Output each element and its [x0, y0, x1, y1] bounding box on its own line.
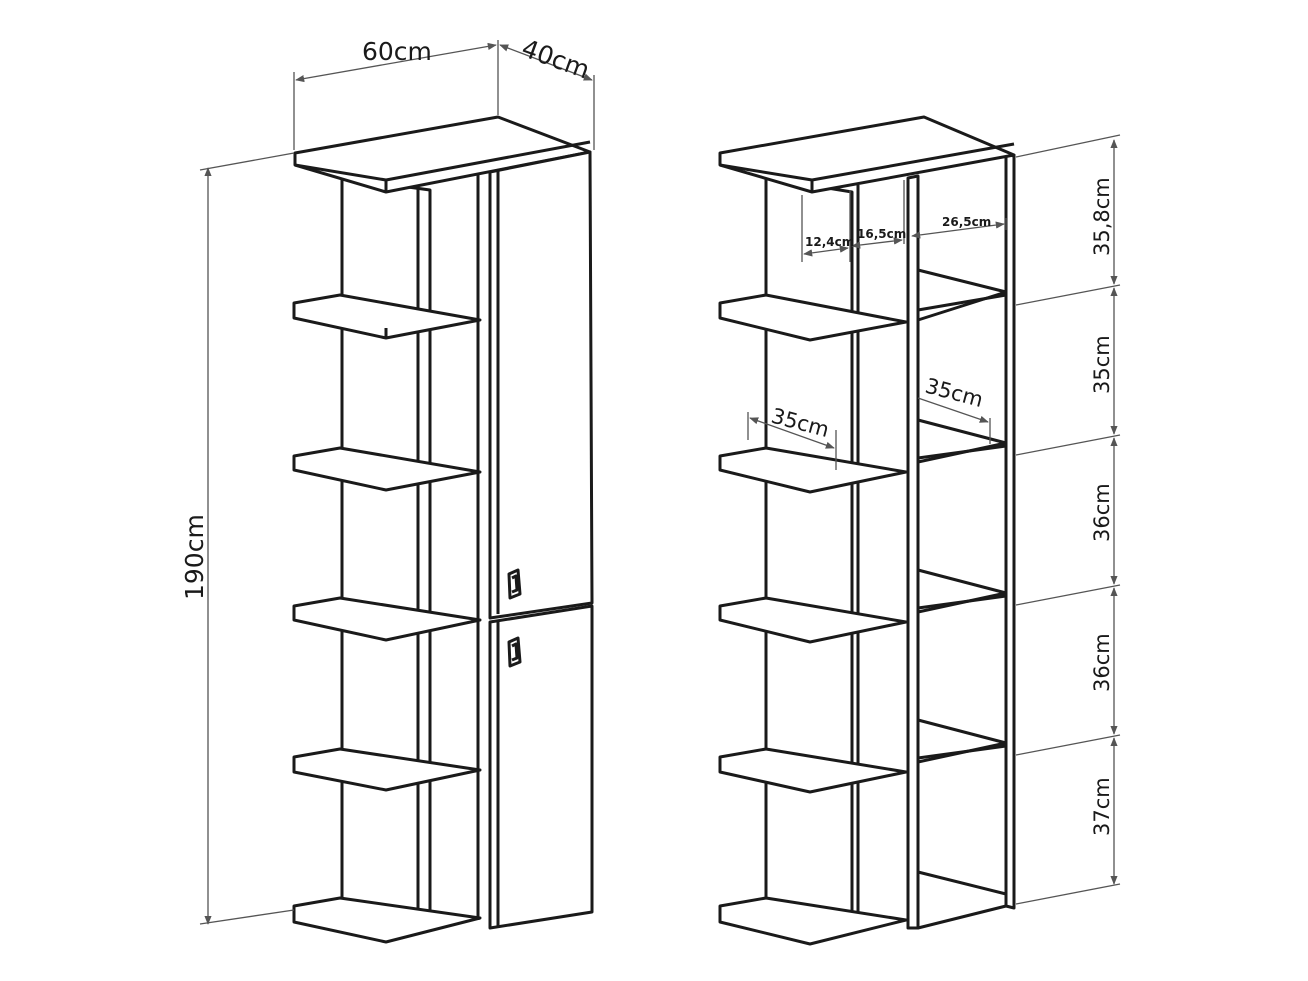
right-unit-back-panel [764, 176, 854, 930]
section-height-4-label: 36cm [1090, 633, 1114, 692]
shelf-depth-right-label: 35cm [923, 374, 986, 412]
bookcase-with-doors [292, 115, 594, 944]
door-handle-icon [507, 568, 522, 600]
compartment-width-dimensions: 12,4cm 16,5cm 26,5cm [801, 180, 1007, 262]
lower-door [488, 604, 594, 930]
compartment-width-2-label: 16,5cm [857, 227, 906, 241]
right-unit-top-panel [718, 115, 1016, 194]
door-handle-icon [507, 636, 522, 668]
right-unit-side-panel [1004, 152, 1016, 910]
overall-height-label: 190cm [180, 514, 209, 600]
compartment-width-3-label: 26,5cm [942, 215, 991, 229]
overall-depth-label: 40cm [518, 33, 594, 84]
left-unit-shelves [292, 293, 482, 944]
overall-height-dimension: 190cm [180, 152, 295, 925]
section-height-2-label: 35cm [1090, 335, 1114, 394]
section-height-1-label: 35,8cm [1090, 177, 1114, 256]
section-height-3-label: 36cm [1090, 483, 1114, 542]
right-unit-left-shelves [718, 293, 908, 946]
upper-door [488, 150, 594, 620]
compartment-width-1-label: 12,4cm [805, 235, 854, 249]
section-height-dimensions: 35,8cm 35cm 36cm 36cm 37cm [1015, 134, 1121, 905]
section-height-5-label: 37cm [1090, 777, 1114, 836]
overall-width-dimension: 60cm [293, 37, 499, 150]
right-unit-right-shelves [916, 268, 1008, 896]
left-unit-top-panel [293, 115, 592, 194]
overall-width-label: 60cm [362, 37, 432, 66]
open-bookcase [718, 115, 1016, 946]
